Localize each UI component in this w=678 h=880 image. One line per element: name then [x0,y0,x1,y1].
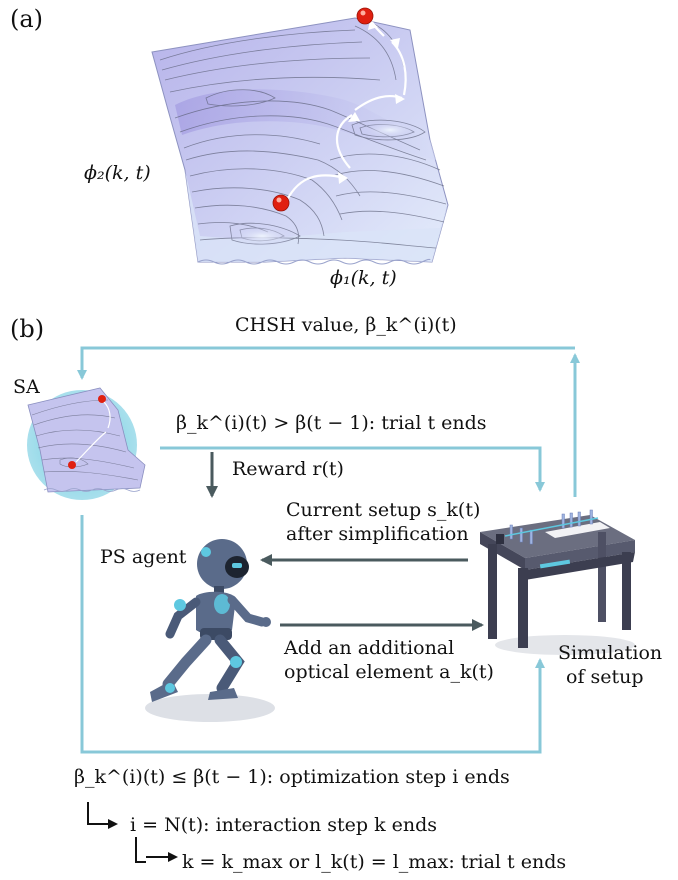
simulation-table-icon [480,509,635,655]
contour-lines [159,21,447,249]
trial-end-condition: β_k^(i)(t) > β(t − 1): trial t ends [176,412,487,434]
phi1-axis-label: ϕ₁(k, t) [330,267,397,289]
sa-label: SA [13,376,40,398]
add-element-line2: optical element a_k(t) [284,661,494,683]
end-ball [356,7,374,25]
start-ball [272,194,290,212]
footer-line2: i = N(t): interaction step k ends [130,814,438,836]
footer-line1: β_k^(i)(t) ≤ β(t − 1): optimization step… [74,766,510,788]
footer-hook-arrow-2 [146,852,178,862]
trial-end-arrow [160,446,545,492]
ps-agent-robot-icon [145,539,275,722]
add-element-line1: Add an additional [284,637,455,659]
footer-hook-arrows [87,802,146,863]
simulation-line1: Simulation [558,642,663,664]
simulation-line2: of setup [566,666,644,688]
chsh-feedback-arrow [77,346,580,497]
optimization-loop-arrow [80,515,545,754]
phi2-axis-label: ϕ₂(k, t) [84,162,151,184]
ps-agent-label: PS agent [100,546,187,568]
chsh-value-label: CHSH value, β_k^(i)(t) [235,314,457,336]
panel-b-label: (b) [10,315,45,343]
sa-landscape-icon [27,387,146,500]
panel-a-label: (a) [10,5,44,33]
landscape-surface [151,7,449,265]
current-setup-line2: after simplification [286,523,469,545]
loop-diagram [27,346,635,754]
footer-line3: k = k_max or l_k(t) = l_max: trial t end… [182,851,567,873]
current-setup-line1: Current setup s_k(t) [286,499,481,521]
reward-label: Reward r(t) [232,458,344,480]
